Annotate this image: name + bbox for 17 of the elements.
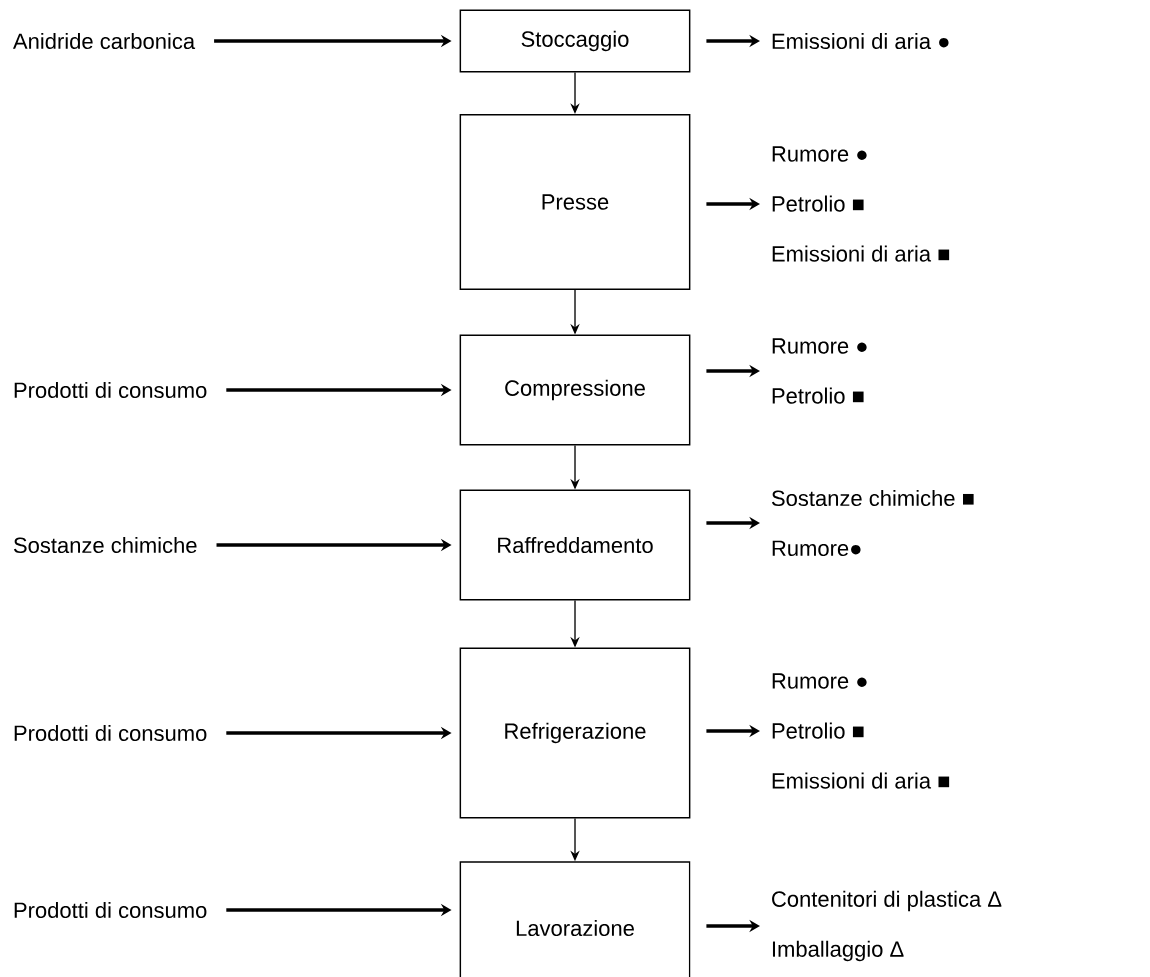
process-box: Stoccaggio — [459, 9, 691, 73]
process-box: Compressione — [459, 334, 691, 446]
input-label: Prodotti di consumo — [14, 724, 207, 742]
process-box: Lavorazione — [459, 861, 691, 977]
process-box: Presse — [459, 113, 691, 291]
output-list: Rumore ● Petrolio ■ — [772, 338, 867, 404]
input-label: Prodotti di consumo — [14, 381, 207, 399]
input-label: Prodotti di consumo — [14, 901, 207, 919]
process-box: Raffreddamento — [459, 489, 691, 601]
output-list: Rumore ● Petrolio ■ Emissioni di aria ■ — [772, 673, 950, 789]
output-list: Contenitori di plastica Δ Imballaggio Δ — [772, 890, 1002, 962]
output-list: Sostanze chimiche ■ Rumore● — [771, 489, 974, 557]
input-label: Anidride carbonica — [13, 32, 196, 50]
output-list: Rumore ● Petrolio ■ Emissioni di aria ■ — [772, 146, 950, 262]
output-list: Emissioni di aria ● — [772, 32, 949, 50]
process-box: Refrigerazione — [459, 647, 691, 819]
input-label: Sostanze chimiche — [13, 536, 197, 554]
